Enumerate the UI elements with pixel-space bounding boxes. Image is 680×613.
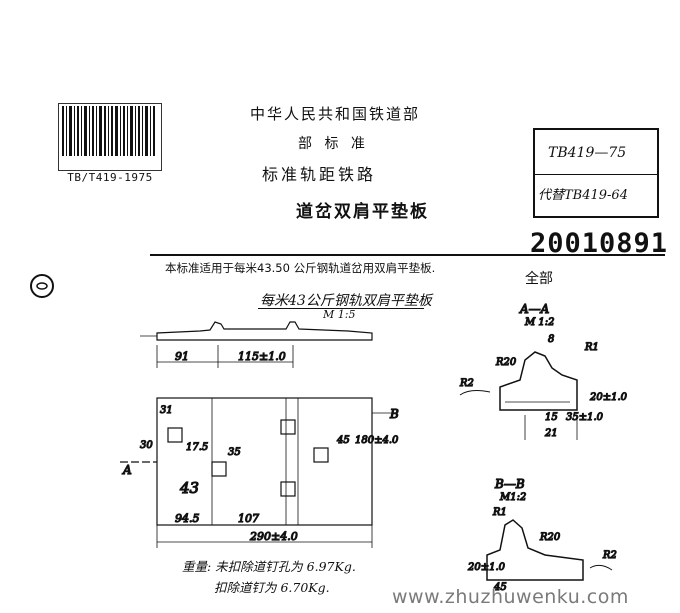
dim-30: 30 bbox=[140, 440, 153, 451]
section-aa-r1: R1 bbox=[584, 342, 599, 353]
section-b-label: B bbox=[389, 407, 399, 421]
page-title: 道岔双肩平垫板 bbox=[296, 202, 429, 222]
dim-43: 43 bbox=[179, 479, 199, 497]
section-bb-d20: 20±1.0 bbox=[467, 562, 506, 573]
section-aa-d21: 21 bbox=[544, 428, 558, 439]
dim-107: 107 bbox=[238, 512, 259, 525]
dim-94-5: 94.5 bbox=[175, 512, 200, 525]
code-box bbox=[533, 128, 659, 218]
barcode-frame bbox=[58, 103, 162, 171]
plan-view bbox=[120, 397, 395, 526]
section-bb-r20: R20 bbox=[539, 532, 561, 543]
side-elevation bbox=[140, 321, 373, 368]
section-aa bbox=[459, 351, 578, 440]
ministry-name: 中华人民共和国铁道部 bbox=[250, 105, 421, 123]
scope-note: 本标准适用于每米43.50 公斤钢轨道岔用双肩平垫板. bbox=[165, 261, 436, 275]
section-aa-d8: 8 bbox=[548, 334, 554, 345]
barcode-caption: TB/T419-1975 bbox=[67, 171, 153, 184]
standard-code: TB419—75 bbox=[548, 145, 627, 161]
section-aa-r20: R20 bbox=[495, 357, 517, 368]
note-divider bbox=[150, 254, 665, 256]
dim-35: 35 bbox=[228, 447, 241, 458]
replaces-code: 代替TB419-64 bbox=[538, 188, 628, 203]
dim-91: 91 bbox=[175, 350, 189, 363]
binder-hole-icon bbox=[30, 274, 54, 298]
weight-line-2: 扣除道钉为 6.70Kg. bbox=[214, 580, 330, 595]
dim-45: 45 bbox=[336, 435, 350, 446]
section-bb-r2: R2 bbox=[602, 550, 617, 561]
section-aa-d35: 35±1.0 bbox=[566, 412, 604, 423]
drawing-scale: M 1:5 bbox=[323, 308, 356, 321]
section-bb bbox=[486, 519, 613, 581]
section-aa-d15: 15 bbox=[545, 412, 558, 423]
dim-17-5: 17.5 bbox=[186, 442, 208, 453]
dim-290: 290±4.0 bbox=[249, 530, 298, 543]
barcode bbox=[62, 106, 155, 156]
dim-31: 31 bbox=[160, 405, 173, 416]
dim-180: 180±4.0 bbox=[355, 435, 399, 446]
section-aa-d20: 20±1.0 bbox=[589, 392, 628, 403]
weight-line-1: 重量: 未扣除道钉孔为 6.97Kg. bbox=[182, 559, 356, 574]
standard-type: 部 标 准 bbox=[298, 136, 369, 152]
gauge-heading: 标准轨距铁路 bbox=[262, 165, 377, 184]
drawing-title: 每米43公斤钢轨双肩平垫板 bbox=[260, 293, 432, 309]
total-label: 全部 bbox=[525, 271, 553, 287]
section-bb-r1: R1 bbox=[492, 507, 507, 518]
section-bb-scale: M1:2 bbox=[499, 492, 526, 503]
watermark: www.zhuzhuwenku.com bbox=[392, 586, 629, 608]
drawing-title-underline bbox=[258, 308, 424, 309]
section-aa-title: A—A bbox=[519, 302, 550, 316]
code-box-divider bbox=[533, 174, 657, 175]
document-number: 20010891 bbox=[530, 228, 669, 259]
section-aa-r2: R2 bbox=[459, 378, 474, 389]
dim-115: 115±1.0 bbox=[238, 350, 286, 363]
section-bb-title: B—B bbox=[494, 477, 525, 491]
section-bb-d45: 45 bbox=[493, 582, 507, 593]
section-aa-scale: M 1:2 bbox=[524, 317, 555, 328]
section-a-label: A bbox=[122, 463, 132, 477]
